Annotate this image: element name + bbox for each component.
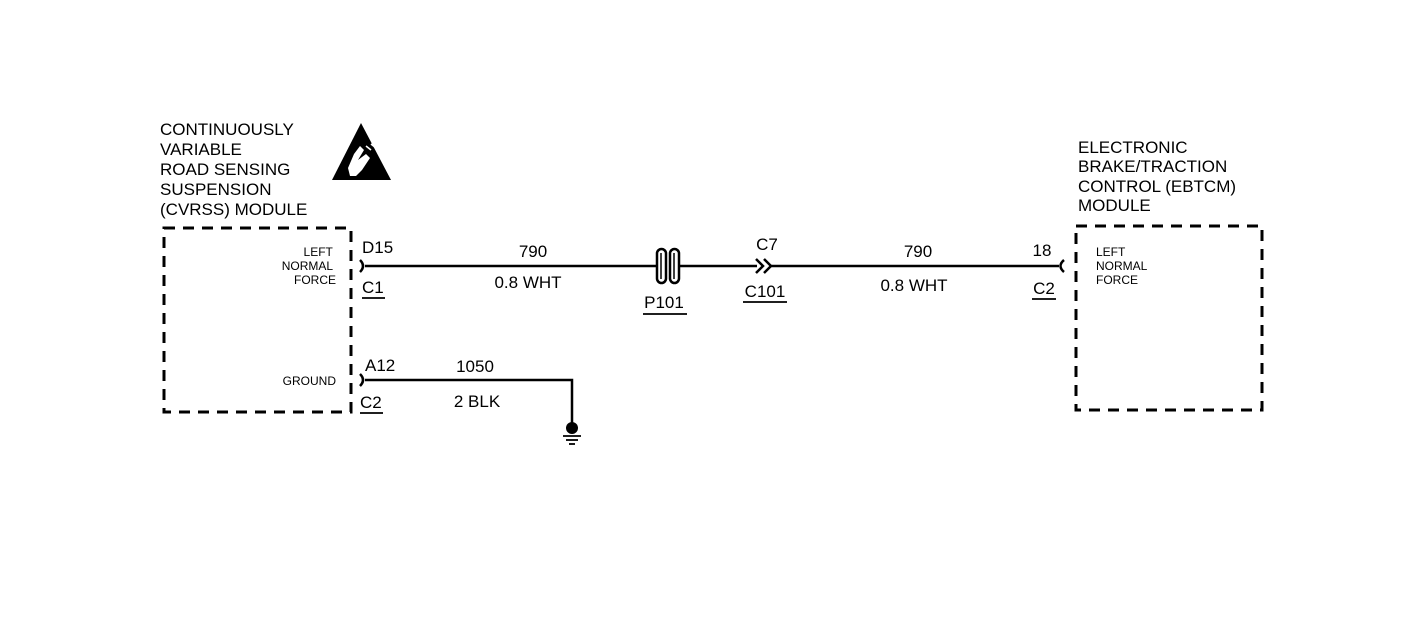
ebtcm-pin-left-normal-force: LEFT NORMAL FORCE — [1096, 245, 1150, 287]
signal-circuit-790: D15 C1 790 0.8 WHT P101 C7 C101 790 0.8 … — [359, 235, 1065, 315]
cvrss-pin-ground: GROUND — [283, 374, 337, 388]
d15-terminal — [359, 259, 365, 273]
ground-symbol-icon — [563, 422, 581, 445]
ground-wire — [365, 378, 574, 426]
cvrss-module-box — [162, 226, 353, 414]
cvrss-title: CONTINUOUSLY VARIABLE ROAD SENSING SUSPE… — [160, 120, 307, 219]
terminal-18: 18 — [1033, 241, 1052, 260]
esd-warning-icon — [332, 123, 391, 180]
wire-spec-ground: 2 BLK — [454, 392, 501, 411]
connector-c2-cvrss: C2 — [360, 393, 382, 412]
ebtcm-title-line-2: BRAKE/TRACTION — [1078, 157, 1227, 176]
p101-grommet-icon — [655, 247, 681, 285]
ebtcm-pin-label-line-3: FORCE — [1096, 273, 1138, 287]
ground-circuit-1050: A12 C2 1050 2 BLK — [359, 356, 581, 445]
connector-c2-ebtcm: C2 — [1033, 279, 1055, 298]
terminal-a12: A12 — [365, 356, 395, 375]
ebtcm-module-box — [1074, 224, 1264, 412]
cvrss-pin-label-line-3: FORCE — [294, 273, 336, 287]
connector-c101: C101 — [745, 282, 786, 301]
terminal-d15: D15 — [362, 238, 393, 257]
cvrss-title-line-3: ROAD SENSING — [160, 160, 290, 179]
cvrss-pin-left-normal-force: LEFT NORMAL FORCE — [282, 245, 336, 287]
ebtcm-title-line-3: CONTROL (EBTCM) — [1078, 177, 1236, 196]
cvrss-title-line-5: (CVRSS) MODULE — [160, 200, 307, 219]
ebtcm-title-line-1: ELECTRONIC — [1078, 138, 1188, 157]
wire-spec-b: 0.8 WHT — [880, 276, 947, 295]
cvrss-title-line-1: CONTINUOUSLY — [160, 120, 294, 139]
c101-inline-connector-icon — [755, 258, 773, 274]
a12-terminal — [359, 373, 365, 387]
cvrss-pin-label-line-1: LEFT — [304, 245, 334, 259]
cvrss-title-line-2: VARIABLE — [160, 140, 242, 159]
ebtcm-pin-label-line-1: LEFT — [1096, 245, 1126, 259]
splice-p101: P101 — [644, 293, 684, 312]
circuit-number-790-b: 790 — [904, 242, 932, 261]
ebtcm-pin-label-line-2: NORMAL — [1096, 259, 1148, 273]
cvrss-module: CONTINUOUSLY VARIABLE ROAD SENSING SUSPE… — [160, 120, 391, 414]
wire-spec-a: 0.8 WHT — [494, 273, 561, 292]
terminal-c7: C7 — [756, 235, 778, 254]
connector-c1: C1 — [362, 278, 384, 297]
circuit-number-790-a: 790 — [519, 242, 547, 261]
ebtcm-terminal — [1059, 259, 1065, 273]
circuit-number-1050: 1050 — [456, 357, 494, 376]
cvrss-title-line-4: SUSPENSION — [160, 180, 271, 199]
ebtcm-title: ELECTRONIC BRAKE/TRACTION CONTROL (EBTCM… — [1078, 138, 1241, 215]
cvrss-pin-label-line-2: NORMAL — [282, 259, 334, 273]
ebtcm-module: ELECTRONIC BRAKE/TRACTION CONTROL (EBTCM… — [1074, 138, 1264, 412]
ebtcm-title-line-4: MODULE — [1078, 196, 1151, 215]
